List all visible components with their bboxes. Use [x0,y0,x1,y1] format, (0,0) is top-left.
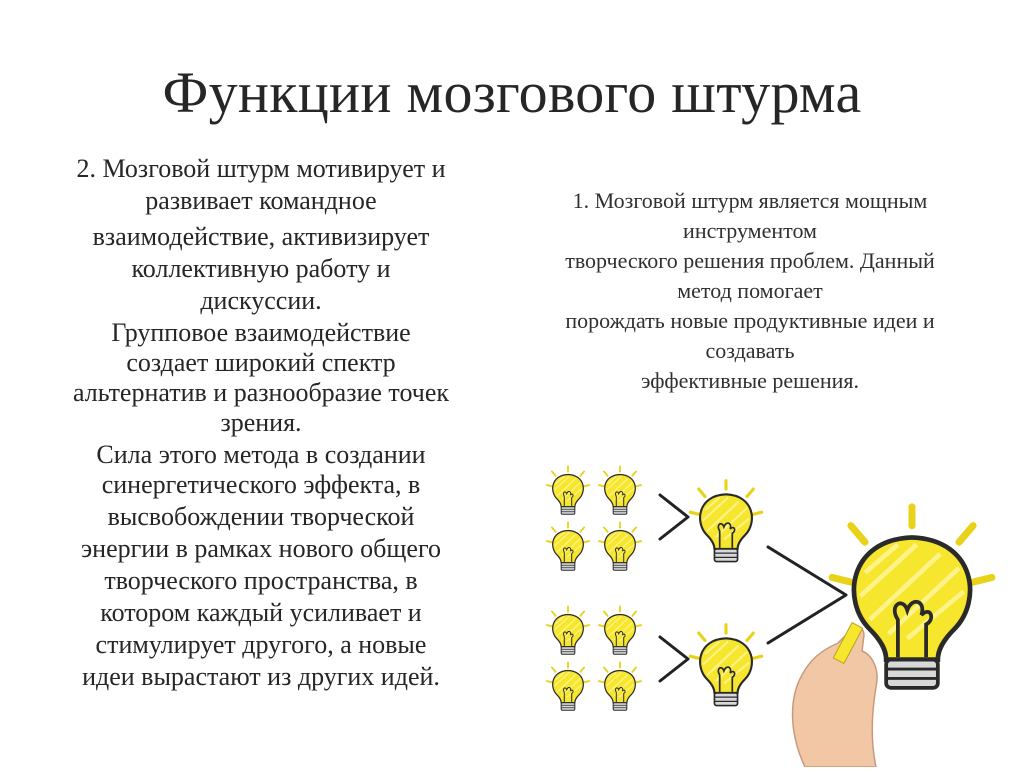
marker-icon [832,621,864,665]
small-bulb-icon [597,661,643,712]
left-text-line: Групповое взаимодействие [111,318,411,347]
small-bulb-icon [597,465,643,516]
small-bulb-icon [597,521,643,572]
left-text-line: альтернатив и разнообразие точек [72,378,450,407]
right-text-line: 1. Мозговой штурм является мощным [572,188,928,213]
left-text-line: творческого пространства, в [104,566,418,595]
slide-title: Функции мозгового штурма [162,60,862,125]
right-text-line: порождать новые продуктивные идеи и [565,308,935,333]
arrow-chevron-icon [658,635,690,683]
small-bulb-icon [545,661,591,712]
small-bulb-icon [545,465,591,516]
left-text-line: идеи вырастают из других идей. [82,662,440,691]
left-text-line: зрения. [220,408,302,437]
left-text-line: развивает командное [145,186,377,215]
small-bulb-icon [597,605,643,656]
left-text-line: высвобождении творческой [107,502,415,531]
left-text-line: энергии в рамках нового общего [81,534,441,563]
right-text-line: инструментом [683,218,817,243]
left-text-block: 2. Мозговой штурм мотивирует и развивает… [22,154,500,692]
lightbulb-ideas-illustration: .rays line{stroke:#E9D21A;stroke-width:3… [520,455,1024,768]
right-text-line: творческого решения проблем. Данный [565,248,935,273]
medium-bulb-icon [688,479,764,564]
hand-icon [791,626,878,768]
arrow-chevron-icon [766,545,848,645]
left-text-line: стимулирует другого, а новые [95,630,427,659]
left-text-line: котором каждый усиливает и [100,598,422,627]
left-text-line: дискуссии. [200,286,322,315]
small-bulb-icon [545,605,591,656]
left-text-line: синергетического эффекта, в [101,470,421,499]
left-text-line: создает широкий спектр [126,348,396,377]
right-text-block: 1. Мозговой штурм является мощным инстру… [500,186,1000,396]
right-text-line: метод помогает [677,278,823,303]
left-text-line: коллективную работу и [131,254,391,283]
medium-bulb-icon [688,623,764,708]
right-text-line: эффективные решения. [640,368,860,393]
left-text-line: взаимодействие, активизирует [92,222,430,251]
arrow-chevron-icon [658,493,690,541]
left-text-line: Сила этого метода в создании [96,440,426,469]
lightbulb-ideas-icon: .rays line{stroke:#E9D21A;stroke-width:3… [545,465,1024,768]
small-bulb-icon [545,521,591,572]
right-text-line: создавать [705,338,795,363]
left-text-line: 2. Мозговой штурм мотивирует и [76,154,446,183]
